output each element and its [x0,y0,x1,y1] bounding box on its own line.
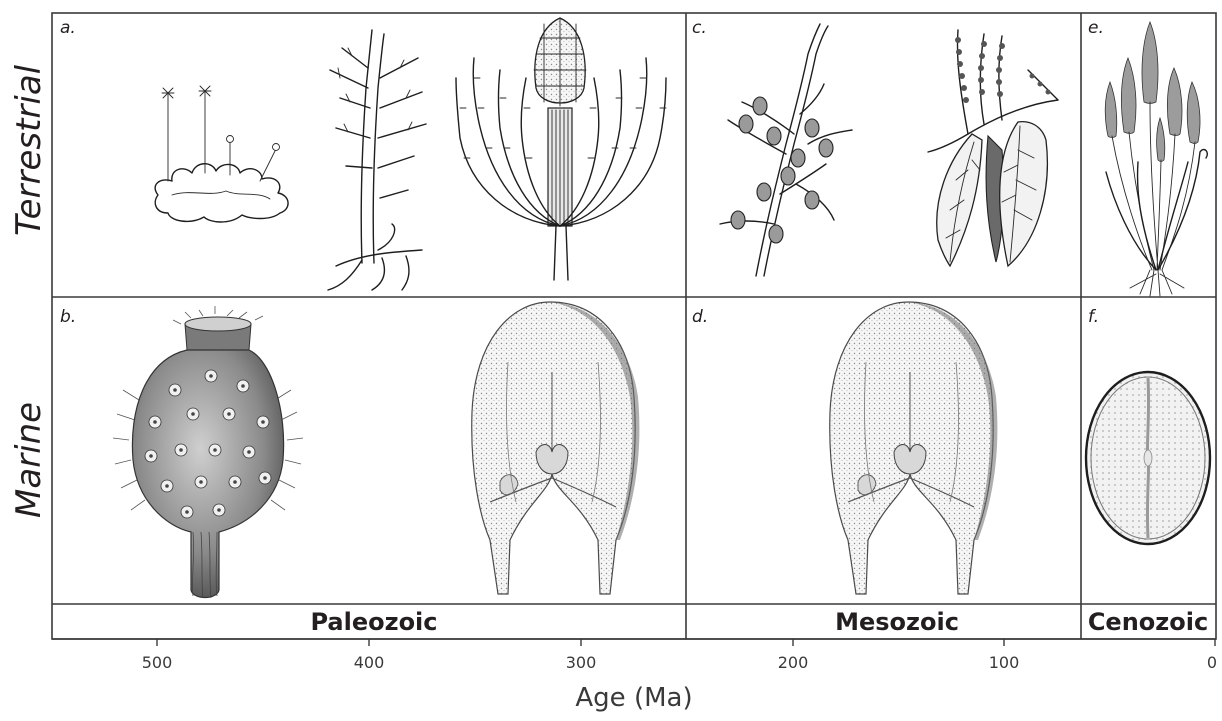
era-label-cenozoic: Cenozoic [1088,608,1208,636]
flowering-branch-icon [928,30,1058,266]
era-label-mesozoic: Mesozoic [835,608,959,636]
diatom-icon [1086,372,1210,544]
radiolarian-icon [472,302,640,594]
axis-tick-label: 0 [1207,653,1217,672]
row-label-terrestrial: Terrestrial [9,64,49,236]
panel-letter-d: d. [692,307,708,327]
axis-title: Age (Ma) [575,683,692,713]
horsetail-icon [456,18,666,280]
conifer-branch-icon [720,24,852,276]
axis-tick-label: 200 [778,653,809,672]
panel-letter-f: f. [1088,307,1099,327]
early-vascular-plant-icon [328,30,426,290]
age-axis: 500 400 300 200 100 0 Age (Ma) [52,639,1217,713]
axis-tick-label: 100 [989,653,1020,672]
row-label-marine: Marine [9,402,49,518]
panel-letter-c: c. [692,18,707,38]
panel-letter-b: b. [60,307,76,327]
panel-letter-e: e. [1088,18,1104,38]
radiolarian-icon [830,302,998,594]
panel-letter-a: a. [60,18,76,38]
axis-tick-label: 500 [142,653,173,672]
liverwort-icon [155,86,288,222]
axis-tick-label: 300 [566,653,597,672]
era-label-paleozoic: Paleozoic [310,608,437,636]
axis-tick-label: 400 [354,653,385,672]
grass-icon [1105,22,1207,296]
acritarch-icon [113,306,303,598]
